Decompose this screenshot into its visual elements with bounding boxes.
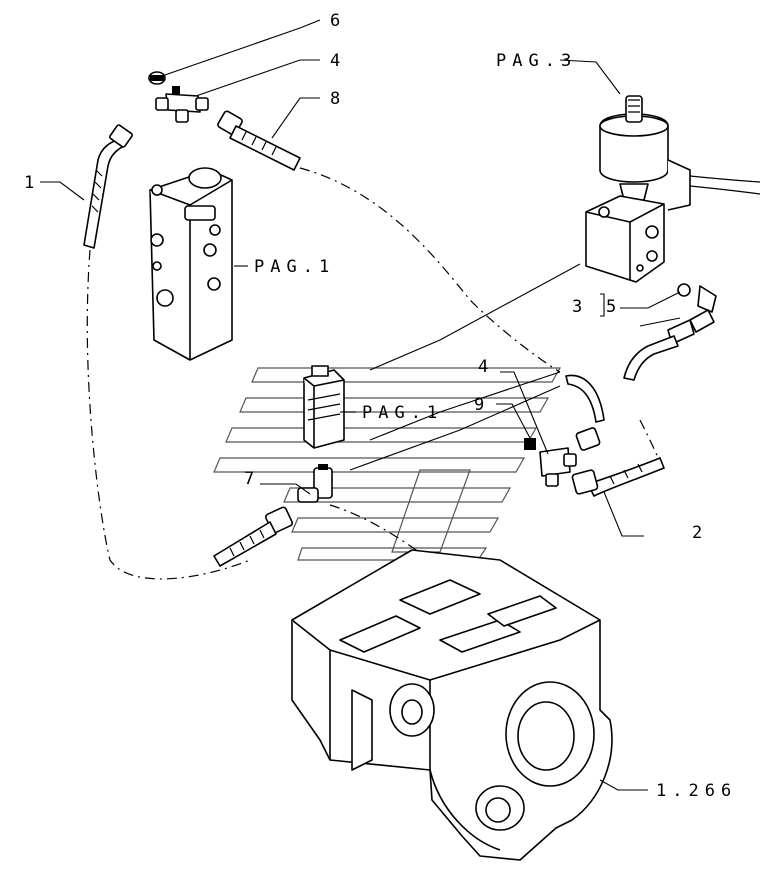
ref-pag-3: PAG.3 [496,51,577,71]
hose-8 [217,110,301,171]
callout-2: 2 [692,523,702,543]
fittings-3-5 [667,283,717,345]
callout-7: 7 [244,469,254,489]
leader-lines [40,19,681,791]
callout-3: 3 [572,297,582,317]
callout-8: 8 [330,89,340,109]
hose-right [623,335,679,381]
elbow-fitting-7 [297,464,333,503]
hose-lower [213,506,294,567]
transmission-housing [291,549,613,861]
plug-6 [148,71,166,85]
solenoid-cartridge [303,365,345,449]
hose-1 [83,124,133,249]
hose-middle [565,374,605,451]
pressure-sensor [599,95,761,211]
tee-fitting-4-mid [539,447,577,487]
tee-fitting-4-top [155,86,209,123]
manifold-block [585,195,665,283]
callout-5: 5 [606,297,616,317]
ref-1-266: 1.266 [656,781,737,801]
valve-body [149,167,233,361]
ref-pag-1-valve: PAG.1 [254,257,335,277]
callout-4-mid: 4 [478,357,488,377]
plug-9 [524,438,536,450]
ref-pag-1-solenoid: PAG.1 [362,403,443,423]
callout-4-top: 4 [330,51,340,71]
callout-6: 6 [330,11,340,31]
callout-9: 9 [474,395,484,415]
callout-1: 1 [24,173,34,193]
hose-2 [571,457,665,497]
